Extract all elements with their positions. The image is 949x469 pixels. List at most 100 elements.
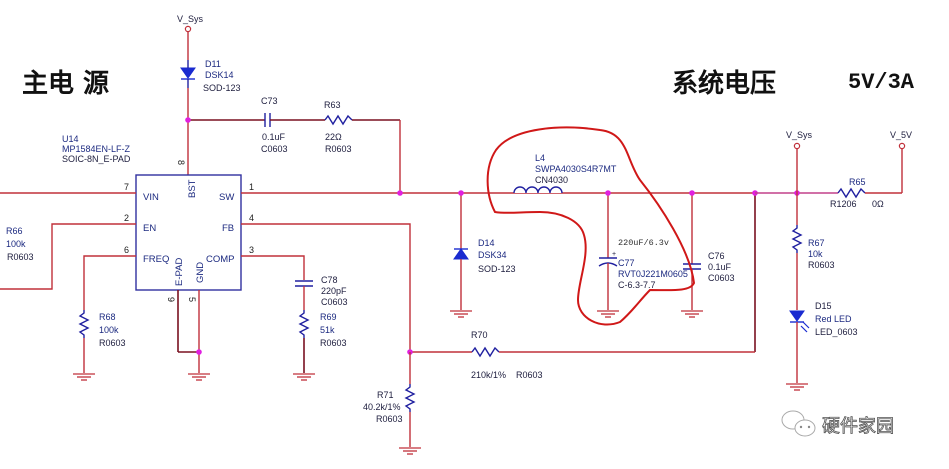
d14-ref: D14 xyxy=(478,238,495,248)
pin-number-2: 2 xyxy=(124,213,129,223)
c73-value: 0.1uF xyxy=(262,132,286,142)
port-label-vsys-top: V_Sys xyxy=(177,14,204,24)
watermark-text: 硬件家园 xyxy=(822,416,894,437)
c76-value: 0.1uF xyxy=(708,262,732,272)
r70-package: R0603 xyxy=(516,370,543,380)
r70-value: 210k/1% xyxy=(471,370,506,380)
wire-freq xyxy=(83,255,136,310)
r63-value: 22Ω xyxy=(325,132,342,142)
r68-package: R0603 xyxy=(99,338,126,348)
c77-package: C-6.3-7.7 xyxy=(618,280,656,290)
r63-package: R0603 xyxy=(325,144,352,154)
d15-value: Red LED xyxy=(815,314,852,324)
pin-number-4: 4 xyxy=(249,213,254,223)
d14-package: SOD-123 xyxy=(478,264,516,274)
junction xyxy=(185,117,191,123)
resistor-r69 xyxy=(298,310,310,338)
power-port-vsys-right xyxy=(793,142,801,150)
title-system-voltage: 系统电压 xyxy=(672,68,776,99)
pin-number-8: 8 xyxy=(176,160,186,165)
pin-name-freq: FREQ xyxy=(143,254,169,265)
capacitor-c73 xyxy=(264,113,271,127)
title-voltage-current: 5V/3A xyxy=(848,70,915,95)
resistor-r70 xyxy=(471,346,500,358)
r63-ref: R63 xyxy=(324,100,341,110)
ground-symbol xyxy=(786,383,808,391)
d14-value: DSK34 xyxy=(478,250,507,260)
ic-u14-body xyxy=(135,174,242,291)
port-label-v5v: V_5V xyxy=(890,130,912,140)
c76-ref: C76 xyxy=(708,251,725,261)
hand-drawn-annotation xyxy=(486,126,696,326)
d11-package: SOD-123 xyxy=(203,83,241,93)
pin-name-gnd: GND xyxy=(195,262,206,283)
power-port-vsys-top xyxy=(184,25,192,33)
junction xyxy=(605,190,611,196)
r69-ref: R69 xyxy=(320,312,337,322)
c77-rating: 220uF/6.3v xyxy=(618,238,669,248)
led-d15 xyxy=(789,310,810,333)
r69-value: 51k xyxy=(320,325,335,335)
r68-ref: R68 xyxy=(99,312,116,322)
r66-value: 100k xyxy=(6,239,26,249)
pin-name-comp: COMP xyxy=(206,254,235,265)
d11-value: DSK14 xyxy=(205,70,234,80)
resistor-r68 xyxy=(78,310,90,338)
r66-ref: R66 xyxy=(6,226,23,236)
c77-value: RVT0J221M0605 xyxy=(618,269,688,279)
resistor-r65 xyxy=(837,187,866,199)
junction xyxy=(689,190,695,196)
wire-en xyxy=(0,223,136,290)
port-label-vsys-right: V_Sys xyxy=(786,130,813,140)
junction xyxy=(458,190,464,196)
c73-package: C0603 xyxy=(261,144,288,154)
l4-value: SWPA4030S4R7MT xyxy=(535,164,617,174)
r71-package: R0603 xyxy=(376,414,403,424)
svg-text:+: + xyxy=(612,251,616,258)
c78-package: C0603 xyxy=(321,297,348,307)
r65-package: R1206 xyxy=(830,199,857,209)
title-main-power: 主电 源 xyxy=(22,69,109,99)
ic-package: SOIC-8N_E-PAD xyxy=(62,154,131,164)
c73-ref: C73 xyxy=(261,96,278,106)
resistor-r63 xyxy=(324,114,353,126)
r67-ref: R67 xyxy=(808,238,825,248)
l4-ref: L4 xyxy=(535,153,545,163)
d11-ref: D11 xyxy=(205,59,221,69)
l4-package: CN4030 xyxy=(535,175,568,185)
pin-number-9: 9 xyxy=(166,297,176,302)
pin-number-7: 7 xyxy=(124,182,129,192)
r69-package: R0603 xyxy=(320,338,347,348)
wechat-icon xyxy=(781,410,816,437)
ground-symbol xyxy=(450,310,472,318)
pin-name-en: EN xyxy=(143,223,156,234)
ground-symbol xyxy=(188,373,210,381)
pin-name-vin: VIN xyxy=(143,192,159,203)
ground-symbol xyxy=(681,310,703,318)
ic-part: MP1584EN-LF-Z xyxy=(62,144,131,154)
r71-ref: R71 xyxy=(377,390,394,400)
junction xyxy=(397,190,403,196)
r66-package: R0603 xyxy=(7,252,34,262)
wire-fb xyxy=(241,223,411,352)
pin-number-1: 1 xyxy=(249,182,254,192)
inductor-l4 xyxy=(513,186,563,194)
diode-d14 xyxy=(453,248,469,260)
ground-symbol xyxy=(399,447,421,455)
c78-value: 220pF xyxy=(321,286,347,296)
c78-ref: C78 xyxy=(321,275,338,285)
capacitor-c78 xyxy=(295,280,313,287)
c76-package: C0603 xyxy=(708,273,735,283)
r65-ref: R65 xyxy=(849,177,866,187)
d15-ref: D15 xyxy=(815,301,832,311)
c77-ref: C77 xyxy=(618,258,635,268)
pin-number-3: 3 xyxy=(249,245,254,255)
r67-package: R0603 xyxy=(808,260,835,270)
r70-ref: R70 xyxy=(471,330,488,340)
resistor-r67 xyxy=(791,225,803,253)
pin-number-6: 6 xyxy=(124,245,129,255)
pin-name-bst: BST xyxy=(187,179,198,198)
r65-value: 0Ω xyxy=(872,199,884,209)
ground-symbol xyxy=(73,373,95,381)
